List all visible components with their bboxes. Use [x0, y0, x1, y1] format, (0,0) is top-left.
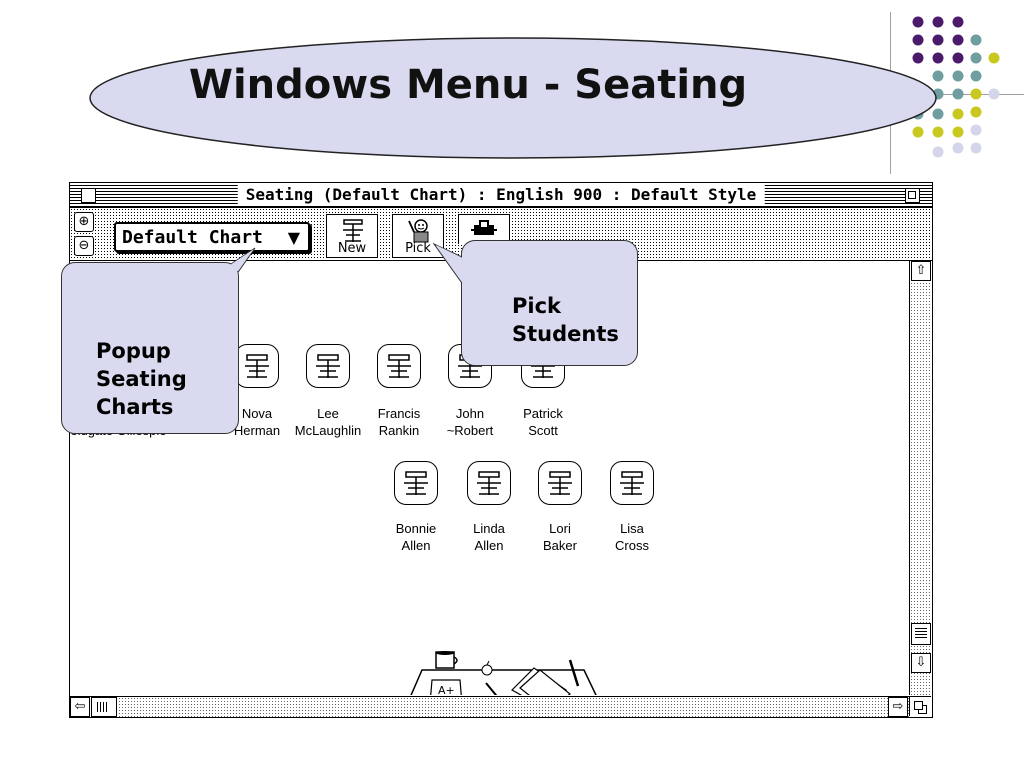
- window-zoom-box[interactable]: [905, 188, 920, 203]
- teacher-desk: A+: [410, 651, 597, 695]
- desk-icon: [343, 219, 363, 242]
- seating-chart-popup[interactable]: Default Chart ▼: [114, 222, 310, 252]
- desk-icon: [316, 354, 340, 378]
- callout-line: Seating: [96, 367, 187, 391]
- student-raising-hand-icon: [408, 219, 429, 243]
- student-first-name: Patrick: [523, 406, 563, 421]
- callout-line: Students: [512, 322, 619, 346]
- desk-icon: [548, 471, 572, 495]
- callout-line: Pick: [512, 294, 562, 318]
- chevron-down-icon: ▼: [287, 228, 300, 247]
- student-last-name: Herman: [233, 423, 281, 438]
- scroll-left-arrow-icon[interactable]: ⇦: [70, 697, 90, 717]
- pick-callout-text: Pick Students: [512, 292, 619, 348]
- vertical-scrollbar[interactable]: ⇧ ⇩: [909, 261, 932, 695]
- title-oval: [89, 37, 937, 159]
- slide-title: Windows Menu - Seating: [188, 62, 748, 108]
- zoom-in-icon[interactable]: ⊕: [74, 212, 94, 232]
- student-last-name: McLaughlin: [294, 423, 362, 438]
- student-last-name: Allen: [474, 538, 504, 553]
- student-name: John ~Robert: [434, 405, 506, 439]
- student-desk[interactable]: [235, 344, 279, 388]
- student-first-name: Lee: [317, 406, 339, 421]
- window-title: Seating (Default Chart) : English 900 : …: [237, 185, 765, 205]
- desk-icon: [620, 471, 644, 495]
- student-first-name: Linda: [473, 521, 505, 536]
- scroll-right-arrow-icon[interactable]: ⇨: [888, 697, 908, 717]
- student-desk[interactable]: [394, 461, 438, 505]
- scroll-up-arrow-icon[interactable]: ⇧: [911, 261, 931, 281]
- scroll-down-arrow-icon[interactable]: ⇩: [911, 653, 931, 673]
- student-last-name: ~Robert: [446, 423, 494, 438]
- desk-icon: [245, 354, 269, 378]
- close-box[interactable]: [81, 188, 96, 203]
- decorative-dots: [912, 16, 1000, 158]
- student-last-name: Cross: [615, 538, 649, 553]
- popup-callout-text: Popup Seating Charts: [96, 337, 187, 421]
- pick-callout-tail-fill: [436, 245, 489, 298]
- pick-students-callout: [461, 240, 638, 366]
- pick-button-label: Pick: [405, 241, 431, 256]
- student-last-name: Rankin: [378, 423, 420, 438]
- student-first-name: Nova: [241, 406, 273, 421]
- desk-icon: [404, 471, 428, 495]
- a-plus-paper: A+: [438, 684, 455, 695]
- window-titlebar[interactable]: Seating (Default Chart) : English 900 : …: [70, 183, 932, 208]
- student-first-name: Lori: [549, 521, 571, 536]
- student-last-name: Baker: [543, 538, 577, 553]
- callout-line: Popup: [96, 339, 171, 363]
- student-first-name: Lisa: [620, 521, 644, 536]
- calendar-icon: [471, 220, 497, 235]
- student-first-name: John: [455, 406, 485, 421]
- student-desk[interactable]: [610, 461, 654, 505]
- student-last-name: Allen: [401, 538, 431, 553]
- student-desk[interactable]: [538, 461, 582, 505]
- horizontal-scroll-thumb[interactable]: [91, 697, 117, 717]
- seating-chart-popup-label: Default Chart: [122, 227, 263, 248]
- student-desk[interactable]: [467, 461, 511, 505]
- student-first-name: Francis: [377, 406, 421, 421]
- student-desk[interactable]: [377, 344, 421, 388]
- callout-line: Charts: [96, 395, 174, 419]
- desk-icon: [387, 354, 411, 378]
- vertical-scroll-thumb[interactable]: [911, 623, 931, 645]
- new-chart-button[interactable]: New: [326, 214, 378, 258]
- horizontal-scrollbar[interactable]: ⇦ ⇨: [70, 696, 909, 717]
- calendar-button[interactable]: [458, 214, 510, 244]
- new-button-label: New: [337, 241, 367, 256]
- student-last-name: Scott: [528, 423, 558, 438]
- resize-grow-box[interactable]: [909, 696, 931, 716]
- pick-students-button[interactable]: Pick: [392, 214, 444, 258]
- desk-icon: [477, 471, 501, 495]
- zoom-out-icon[interactable]: ⊖: [74, 236, 94, 256]
- popup-callout-tail-fill: [182, 249, 254, 297]
- student-first-name: Bonnie: [395, 521, 437, 536]
- student-desk[interactable]: [306, 344, 350, 388]
